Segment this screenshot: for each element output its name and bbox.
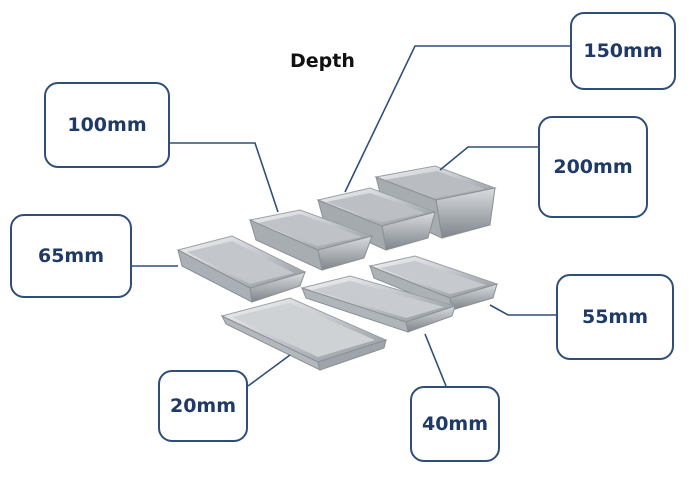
label-200mm: 200mm [538, 116, 648, 218]
leader-line-20mm [247, 354, 291, 387]
leader-line-150mm [344, 45, 570, 193]
label-65mm: 65mm [10, 214, 132, 298]
depth-title: Depth [290, 50, 355, 72]
label-150mm: 150mm [570, 12, 676, 90]
label-40mm: 40mm [410, 386, 500, 462]
label-55mm: 55mm [556, 274, 674, 360]
label-100mm: 100mm [44, 82, 170, 168]
pan-100mm [248, 209, 374, 271]
pan-65mm [176, 235, 307, 303]
leader-line-40mm [424, 333, 447, 387]
leader-lines [132, 45, 570, 387]
leader-line-55mm [489, 304, 556, 316]
pan-20mm [220, 297, 388, 371]
label-20mm: 20mm [158, 370, 248, 442]
pan-40mm [300, 275, 457, 333]
leader-line-200mm [439, 146, 538, 171]
leader-line-100mm [170, 142, 279, 213]
